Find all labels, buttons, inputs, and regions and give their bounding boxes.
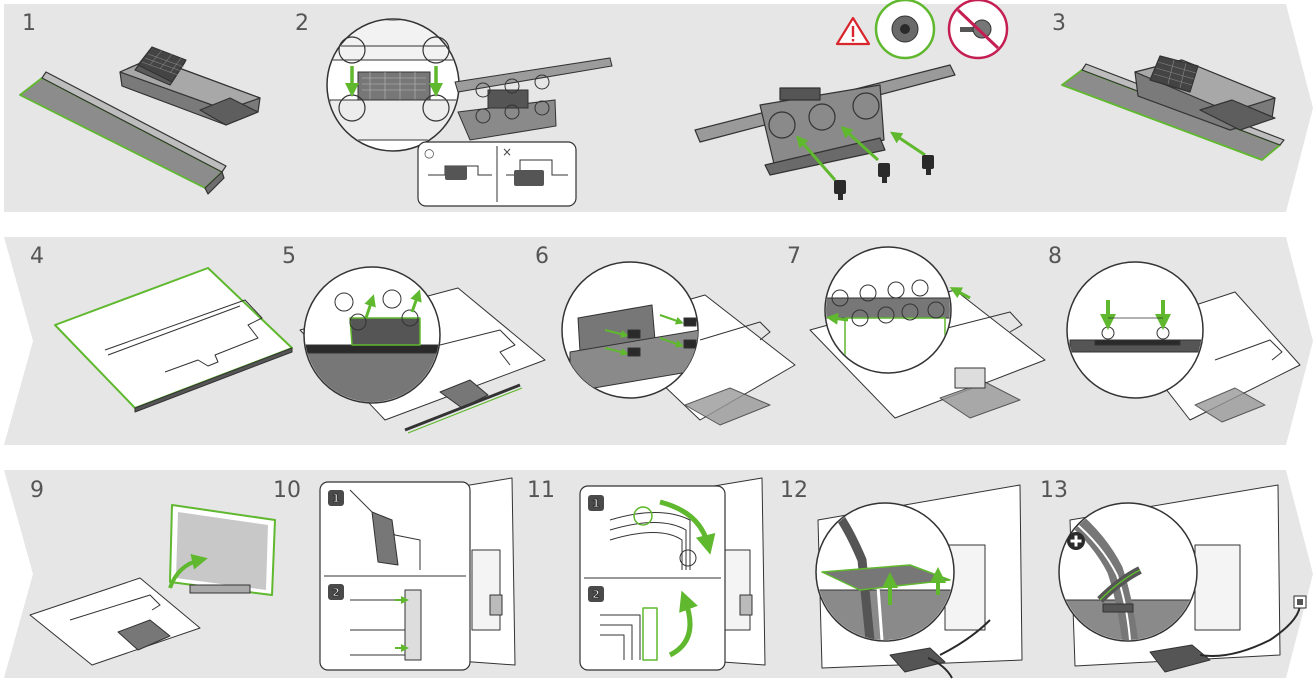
step-2-zoom-bracket <box>326 18 460 152</box>
step-number: 1 <box>22 11 36 36</box>
step-7-illustration <box>809 246 1046 419</box>
step-1-illustration <box>19 46 261 195</box>
step-4-illustration <box>54 267 293 413</box>
step-number: 13 <box>1040 478 1068 503</box>
step-number: 11 <box>527 478 555 503</box>
step-number: 2 <box>295 11 309 36</box>
step-8-illustration <box>1066 261 1301 423</box>
svg-text:2: 2 <box>332 586 340 599</box>
correct-screw-icon <box>874 0 936 60</box>
sub-step-badge: 1 <box>588 495 604 511</box>
step-number: 7 <box>787 244 801 269</box>
plus-icon <box>1067 532 1085 550</box>
sub-step-badge: 1 <box>328 490 344 506</box>
step-number: 3 <box>1052 11 1066 36</box>
sub-step-badge: 2 <box>588 586 604 602</box>
svg-text:2: 2 <box>592 588 600 601</box>
incorrect-screw-icon <box>947 0 1009 60</box>
step-number: 5 <box>282 244 296 269</box>
step-9-illustration <box>29 504 276 666</box>
step-3-illustration <box>1061 55 1285 161</box>
step-11-illustration: 1 2 <box>579 477 766 671</box>
step-number: 9 <box>30 478 44 503</box>
screw-icon <box>834 155 934 200</box>
correct-mark: ○ <box>424 146 434 160</box>
step-2-small-stand <box>454 57 613 141</box>
svg-text:1: 1 <box>332 492 340 505</box>
step-number: 10 <box>273 478 301 503</box>
step-panel-1 <box>4 4 303 212</box>
incorrect-mark: × <box>502 145 512 159</box>
step-number: 4 <box>30 244 44 269</box>
step-13-illustration <box>1058 484 1307 673</box>
step-6-illustration <box>561 261 796 426</box>
step-5-illustration <box>299 266 546 434</box>
sub-step-badge: 2 <box>328 584 344 600</box>
step-10-illustration: 1 2 <box>319 477 516 671</box>
step-2-fit-guide: ○ × <box>417 141 577 207</box>
step-number: 6 <box>535 244 549 269</box>
warning-icon <box>835 16 871 46</box>
step-number: 8 <box>1048 244 1062 269</box>
step-2-main-stand <box>694 64 956 181</box>
svg-text:1: 1 <box>592 497 600 510</box>
power-plug-icon <box>1293 595 1307 609</box>
screw-icon <box>627 317 697 357</box>
step-number: 12 <box>780 478 808 503</box>
step-12-illustration <box>815 484 1023 679</box>
